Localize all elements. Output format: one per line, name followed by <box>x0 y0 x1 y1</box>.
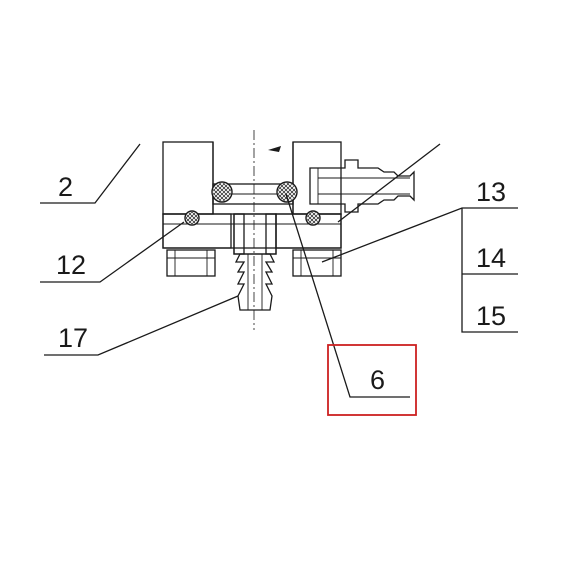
callout-6: 6 <box>370 365 385 395</box>
leader-17 <box>44 295 239 356</box>
callout-14: 14 <box>476 243 506 273</box>
nut-right <box>292 249 342 277</box>
callout-12: 12 <box>56 250 86 280</box>
left-wall-section <box>162 141 214 215</box>
valve-body <box>162 130 415 330</box>
leader-12 <box>40 221 185 283</box>
leader-lines <box>40 143 518 398</box>
leader-2 <box>40 143 141 204</box>
callout-17: 17 <box>58 323 88 353</box>
leader-side-fitting <box>337 143 441 223</box>
side-barbed-fitting <box>309 159 415 213</box>
arrow-mark <box>268 146 281 152</box>
barbed-hose-fitting <box>234 253 276 311</box>
nut-left <box>166 249 216 277</box>
leader-bracket <box>461 208 518 333</box>
callout-15: 15 <box>476 301 506 331</box>
callout-13: 13 <box>476 177 506 207</box>
highlight-box-6 <box>327 344 417 416</box>
leader-6 <box>285 193 410 398</box>
callout-2: 2 <box>58 172 73 202</box>
